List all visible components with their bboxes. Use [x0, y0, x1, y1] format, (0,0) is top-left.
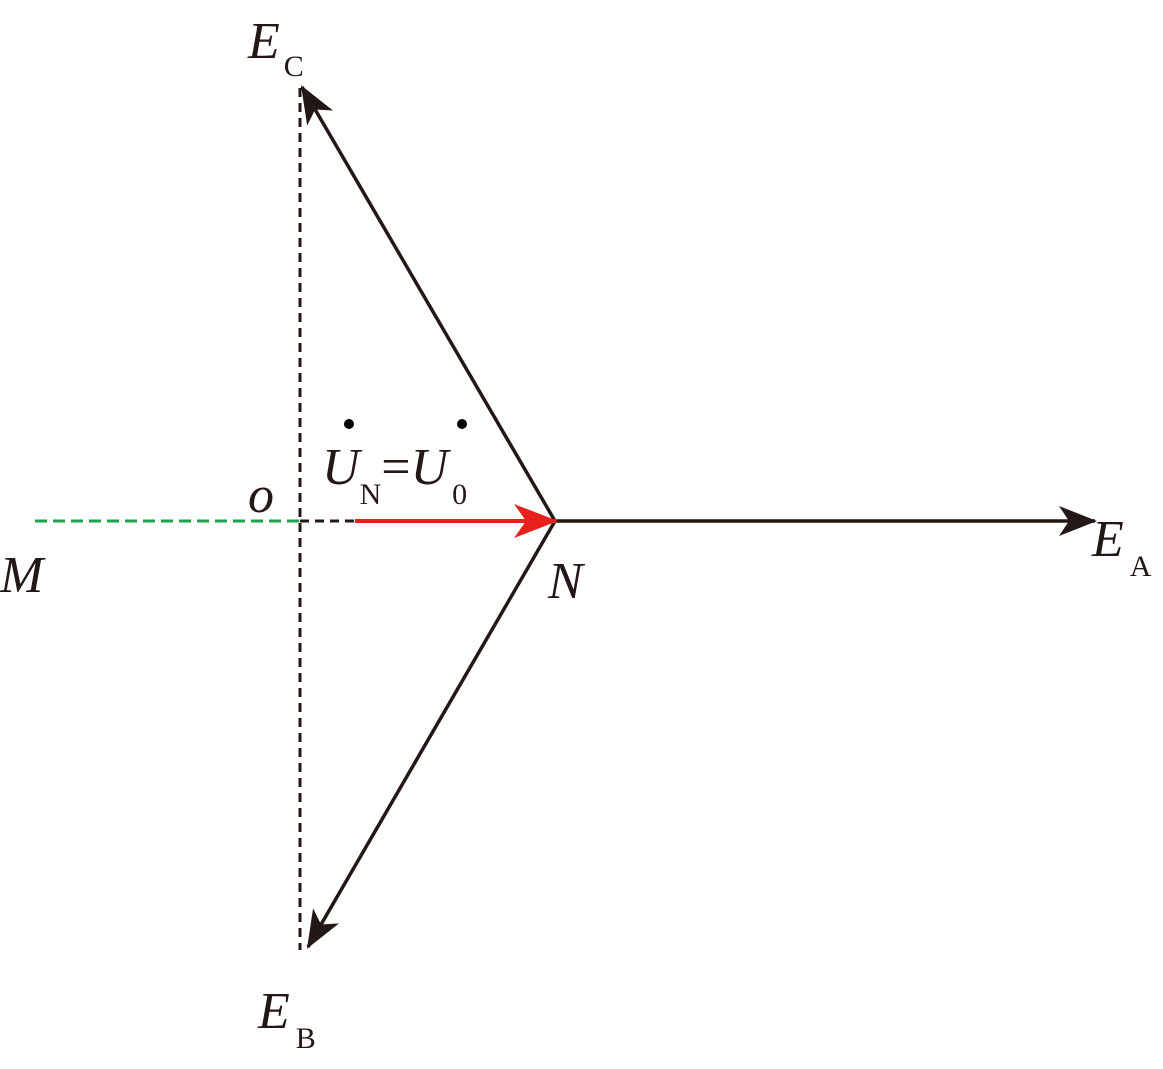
vector-ec: [300, 85, 557, 522]
phasor-dot: [344, 419, 354, 429]
svg-text:UN=U0: UN=U0: [322, 439, 467, 511]
vector-eb: [306, 520, 557, 949]
label-m: M: [0, 547, 46, 604]
phasor-dot: [457, 419, 467, 429]
label-o: o: [248, 467, 274, 524]
label-n: N: [547, 553, 586, 610]
